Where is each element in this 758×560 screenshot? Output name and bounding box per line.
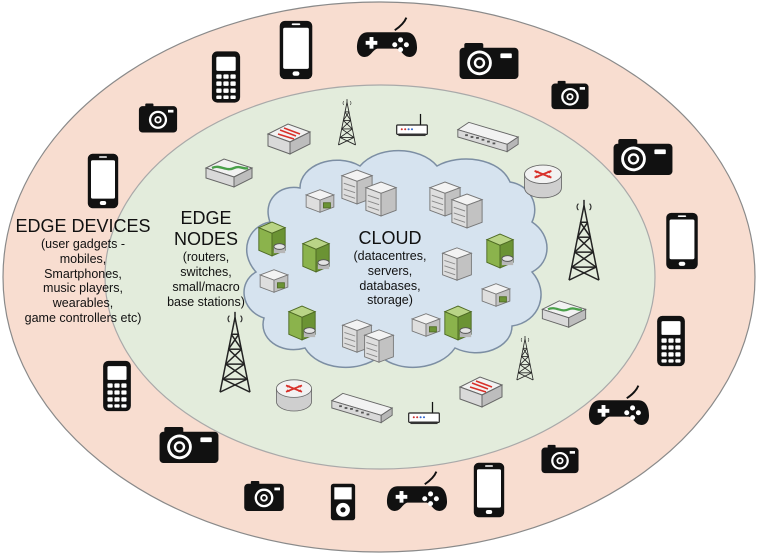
storage-box-icon (411, 313, 441, 337)
edge-nodes-desc-line: base stations) (167, 294, 245, 309)
server-rack-icon (451, 193, 483, 229)
edge-nodes-desc-line: switches, (180, 265, 232, 280)
feature-phone-icon (211, 51, 241, 103)
smartphone-icon (473, 462, 505, 518)
camera-icon (613, 138, 673, 176)
cloud-desc-line: (datacentres, (353, 249, 427, 264)
storage-box-icon (259, 269, 289, 293)
cloud-desc-line: storage) (367, 293, 413, 308)
cloud-title: CLOUD (358, 228, 422, 248)
edge-devices-desc-line: wearables, (52, 296, 114, 311)
edge-devices-desc-line: music players, (43, 281, 123, 296)
smartphone-icon (279, 20, 313, 80)
feature-phone-icon (103, 360, 131, 412)
database-server-icon (486, 233, 514, 269)
edge-nodes-title: NODES (173, 229, 238, 250)
compact-camera-icon (541, 444, 579, 474)
compact-camera-icon (138, 103, 178, 133)
edge-nodes-label: EDGE NODES (routers, switches, small/mac… (160, 208, 252, 309)
smartphone-icon (666, 212, 698, 270)
database-server-icon (444, 305, 472, 341)
smartphone-icon (87, 153, 119, 209)
edge-devices-desc-line: (user gadgets - (40, 237, 126, 252)
router-icon (275, 378, 313, 412)
edge-nodes-title: EDGE (180, 208, 232, 228)
storage-box-icon (305, 189, 335, 213)
edge-devices-label: EDGE DEVICES (user gadgets - mobiles, Sm… (8, 216, 158, 326)
edge-devices-desc-line: Smartphones, (44, 266, 122, 281)
router-icon (523, 164, 563, 199)
edge-devices-title: EDGE DEVICES (15, 216, 151, 236)
compact-camera-icon (551, 80, 589, 110)
edge-devices-desc-line: game controllers etc) (24, 310, 142, 325)
camera-icon (159, 426, 219, 464)
edge-nodes-desc-line: small/macro (172, 279, 240, 294)
edge-nodes-desc-line: (routers, (182, 250, 230, 265)
database-server-icon (302, 237, 330, 273)
server-rack-icon (365, 181, 397, 217)
server-rack-icon (364, 329, 394, 363)
cloud-desc-line: servers, (367, 263, 413, 278)
database-server-icon (288, 305, 316, 341)
cloud-label: CLOUD (datacentres, servers, databases, … (330, 228, 450, 308)
database-server-icon (258, 221, 286, 257)
music-player-icon (330, 483, 356, 521)
storage-box-icon (481, 283, 511, 307)
compact-camera-icon (244, 480, 284, 512)
edge-devices-desc-line: mobiles, (59, 251, 107, 266)
feature-phone-icon (657, 315, 685, 367)
cloud-desc-line: databases, (359, 278, 421, 293)
camera-icon (459, 42, 519, 80)
